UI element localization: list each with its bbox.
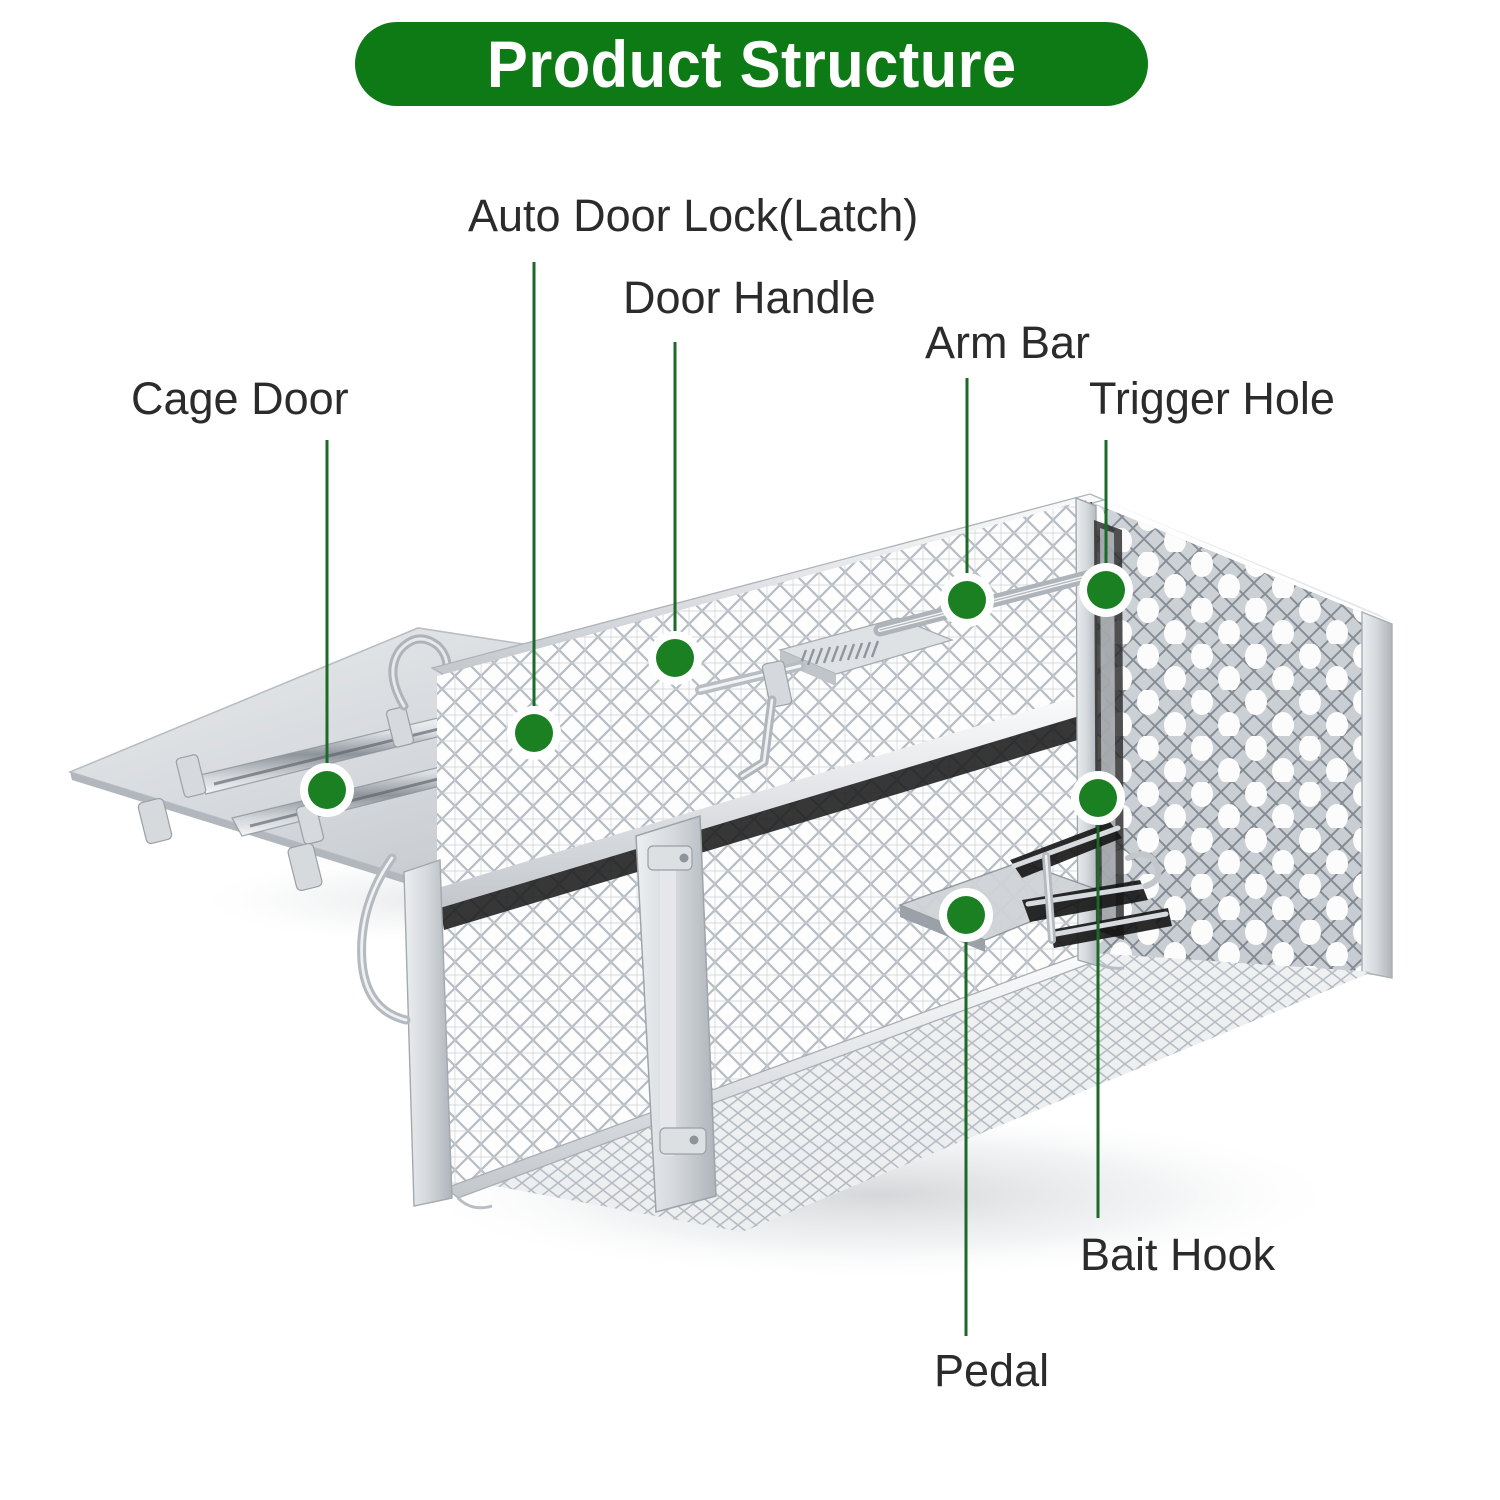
page-title-banner: Product Structure xyxy=(355,22,1148,106)
callout-label-arm-bar: Arm Bar xyxy=(925,317,1091,368)
callout-label-trigger-hole: Trigger Hole xyxy=(1089,373,1335,424)
callout-label-bait-hook: Bait Hook xyxy=(1080,1229,1276,1280)
callout-marker-auto-door-lock[interactable] xyxy=(515,714,553,752)
callout-markers xyxy=(300,563,1133,942)
callout-leader-lines xyxy=(325,262,1108,1336)
callout-label-cage-door: Cage Door xyxy=(131,373,349,424)
callout-label-door-handle: Door Handle xyxy=(623,272,876,323)
callout-marker-arm-bar[interactable] xyxy=(948,581,986,619)
callout-marker-door-handle[interactable] xyxy=(656,639,694,677)
callout-label-pedal: Pedal xyxy=(934,1345,1050,1396)
callout-label-auto-door-lock: Auto Door Lock(Latch) xyxy=(468,190,919,241)
callout-marker-trigger-hole[interactable] xyxy=(1087,571,1125,609)
callout-marker-bait-hook[interactable] xyxy=(1079,779,1117,817)
callout-marker-pedal[interactable] xyxy=(947,896,985,934)
page-title: Product Structure xyxy=(486,27,1017,101)
callout-marker-cage-door[interactable] xyxy=(308,771,346,809)
